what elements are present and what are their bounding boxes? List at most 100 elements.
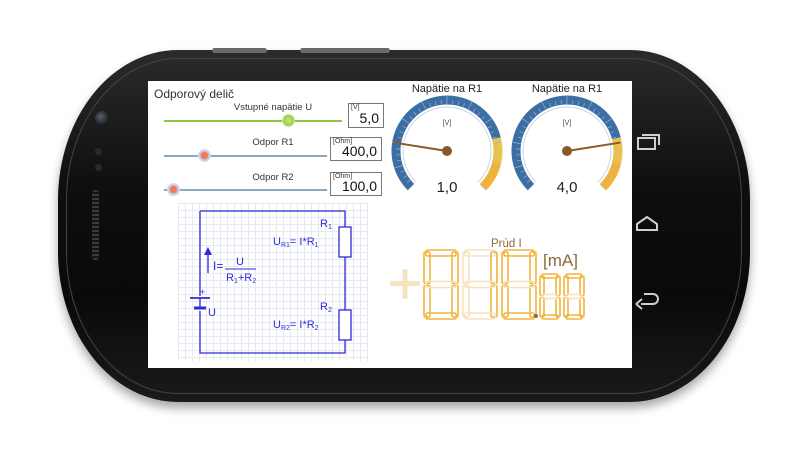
r1-label: R1 — [320, 218, 332, 231]
gauge-tick — [472, 108, 476, 113]
segment-c — [490, 284, 498, 318]
gauge-tick — [399, 131, 404, 134]
r2-value-box[interactable]: [Ohm] 100,0 — [330, 172, 382, 196]
arrow-head-icon — [204, 247, 212, 255]
r2-label: R2 — [320, 301, 332, 314]
segment-b — [555, 275, 561, 297]
gauge-tick — [493, 142, 502, 144]
segment-e — [539, 296, 545, 318]
current-formula-denominator: R1+R2 — [226, 272, 256, 285]
phone-rim — [66, 58, 742, 394]
gauge-tick — [396, 159, 401, 162]
gauge-arc-segment — [522, 106, 612, 183]
gauge-tick — [490, 131, 495, 134]
gauge-tick — [599, 183, 607, 191]
gauge-tick — [468, 101, 473, 110]
gauge-r1-pivot — [442, 146, 452, 156]
battery-plus-sign: + — [200, 287, 205, 297]
gauge-tick — [527, 183, 535, 191]
segment-f — [539, 275, 545, 297]
gauge-tick — [522, 125, 527, 129]
gauge-tick — [514, 165, 523, 169]
segment-b — [529, 251, 537, 285]
segment-e — [563, 296, 569, 318]
gauge-tick — [406, 179, 411, 183]
gauge-tick — [479, 183, 487, 191]
gauge-tick — [533, 111, 537, 116]
light-sensor — [95, 164, 102, 171]
segment-d — [464, 312, 496, 320]
gauge-tick — [607, 125, 612, 129]
r1-slider-thumb[interactable] — [198, 149, 211, 162]
segment-b — [451, 251, 459, 285]
gauge-tick — [519, 131, 524, 134]
r2-slider-thumb[interactable] — [167, 183, 180, 196]
r1-value: 400,0 — [341, 143, 377, 159]
segment-f — [423, 251, 431, 285]
gauge-arc-segment — [479, 160, 502, 191]
segment-e — [462, 284, 470, 318]
decimal-digit — [563, 273, 585, 320]
voltage-value-box[interactable]: [V] 5,0 — [348, 103, 384, 128]
decimal-digit — [539, 273, 561, 320]
segment-f — [501, 251, 509, 285]
segment-b — [490, 251, 498, 285]
back-icon[interactable] — [632, 292, 662, 312]
segment-c — [451, 284, 459, 318]
voltage-value: 5,0 — [359, 110, 379, 126]
gauge-tick — [582, 103, 585, 108]
current-title: Prúd I — [491, 238, 522, 250]
decimal-point — [534, 314, 538, 318]
gauge-tick — [541, 101, 546, 110]
front-camera — [95, 111, 109, 125]
power-button — [300, 48, 390, 53]
recent-apps-icon[interactable] — [632, 133, 662, 153]
voltage-slider-thumb[interactable] — [282, 114, 295, 127]
gauge-tick — [462, 103, 465, 108]
battery-u-label: U — [208, 307, 216, 319]
gauge-arc-segment — [511, 95, 621, 191]
segment-e — [423, 284, 431, 318]
gauge-tick — [477, 111, 481, 116]
proximity-sensor — [95, 148, 102, 155]
segment-c — [579, 296, 585, 318]
gauge-tick — [402, 118, 410, 124]
segment-a — [464, 249, 496, 257]
home-icon[interactable] — [632, 213, 662, 233]
gauge-tick — [434, 101, 437, 106]
gauge-tick — [609, 170, 614, 173]
r1-slider-track[interactable] — [164, 155, 327, 157]
ur1-equation: UR1= I*R1 — [273, 236, 319, 249]
gauge-tick — [394, 165, 403, 169]
gauge-tick — [538, 108, 542, 113]
r2-slider-track[interactable] — [164, 189, 327, 191]
gauge-r2-unit: [V] — [563, 120, 572, 127]
current-formula-numerator: U — [236, 256, 244, 268]
gauge-tick — [484, 118, 492, 124]
gauge-tick — [522, 118, 530, 124]
gauge-tick — [529, 116, 533, 120]
gauge-arc-segment — [391, 95, 501, 191]
gauge-r1-unit: [V] — [443, 120, 452, 127]
voltage-slider-track[interactable] — [164, 120, 342, 122]
gauge-tick — [421, 101, 426, 110]
gauge-tick — [611, 165, 620, 169]
gauge-tick — [603, 179, 608, 183]
gauge-tick — [489, 170, 494, 173]
circuit-wire — [199, 210, 346, 354]
integer-digit — [423, 249, 459, 320]
gauge-tick — [577, 101, 580, 106]
r1-value-box[interactable]: [Ohm] 400,0 — [330, 137, 382, 161]
segment-c — [529, 284, 537, 318]
gauge-tick — [493, 159, 498, 162]
r1-slider-label: Odpor R1 — [252, 137, 294, 148]
integer-digit — [462, 249, 498, 320]
app-screen: Odporový delič Vstupné napätie U [V] 5,0… — [148, 81, 632, 368]
gauge-tick — [407, 183, 415, 191]
resistor-r1 — [338, 226, 352, 258]
gauge-r1-title: Napätie na R1 — [412, 83, 482, 95]
sign-segment-plus — [390, 269, 420, 299]
current-seven-segment-display: [mA] — [390, 249, 585, 320]
segment-e — [501, 284, 509, 318]
r2-value: 100,0 — [341, 178, 377, 194]
